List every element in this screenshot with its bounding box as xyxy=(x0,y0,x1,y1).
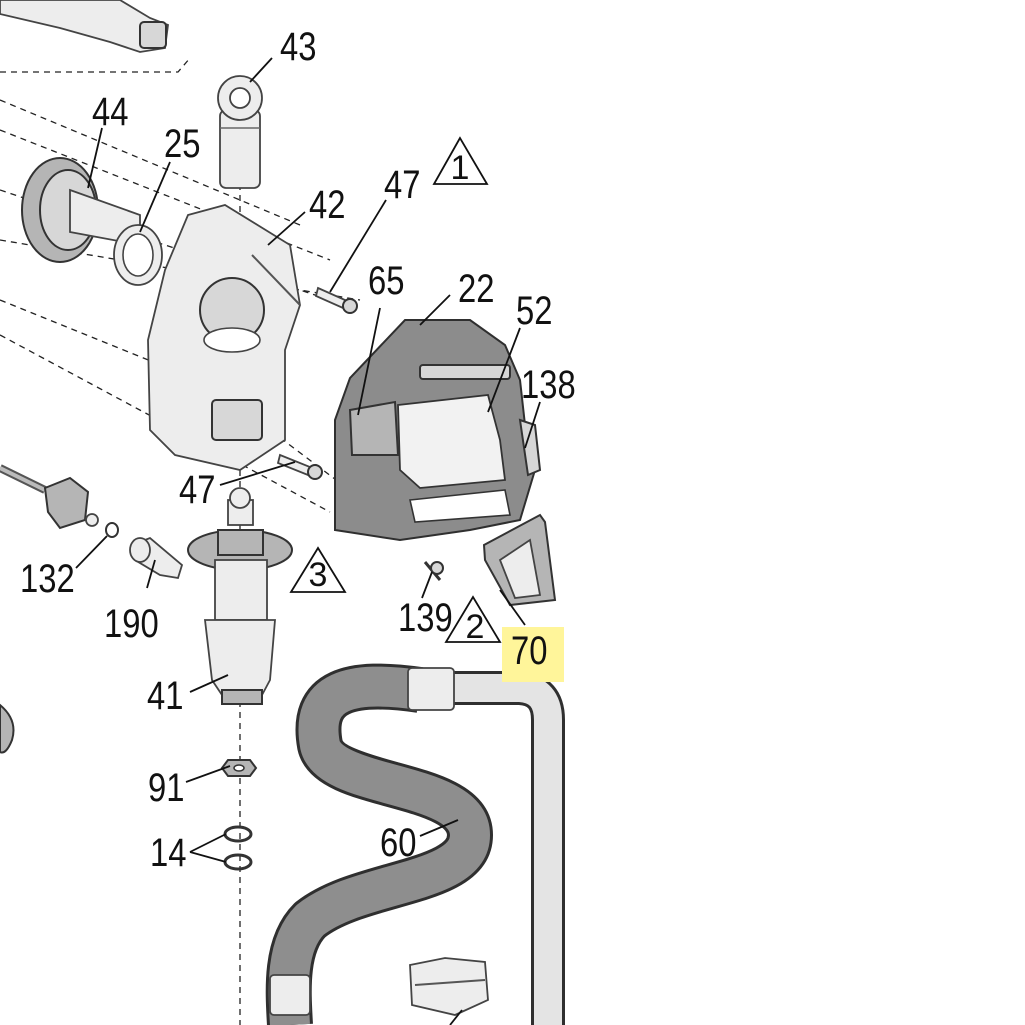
top-connector-part xyxy=(0,0,169,53)
callout-22: 22 xyxy=(458,266,494,311)
left-edge-partial-part xyxy=(0,703,15,754)
callout-47-bottom: 47 xyxy=(179,467,215,512)
note-2-number: 2 xyxy=(466,608,485,646)
callout-labels: 43 44 25 42 47 65 22 52 138 47 132 190 1… xyxy=(20,24,576,875)
callout-70: 70 xyxy=(511,628,547,673)
part-41-pump xyxy=(187,487,293,705)
callout-47-top: 47 xyxy=(384,162,420,207)
part-47-screw-bottom xyxy=(276,453,323,480)
callout-42: 42 xyxy=(309,182,345,227)
part-70-highlight xyxy=(502,627,564,682)
part-25-washer xyxy=(113,224,163,286)
callout-60: 60 xyxy=(380,820,416,865)
callout-44: 44 xyxy=(92,89,128,134)
note-3-triangle: 3 xyxy=(289,546,347,594)
callout-52: 52 xyxy=(516,288,552,333)
part-47-screw-top xyxy=(314,286,358,314)
note-1-triangle: 1 xyxy=(432,136,489,187)
callout-190: 190 xyxy=(104,601,159,646)
callout-41: 41 xyxy=(147,673,183,718)
part-190-pin xyxy=(129,536,184,580)
callout-25: 25 xyxy=(164,121,200,166)
callout-65: 65 xyxy=(368,258,404,303)
part-139-screw xyxy=(423,561,444,581)
callout-14: 14 xyxy=(150,830,186,875)
hose-clamp-part xyxy=(409,957,489,1016)
part-132-fitting xyxy=(0,464,119,538)
part-22-front-cover xyxy=(334,319,542,542)
part-44-gear xyxy=(21,157,141,263)
callout-132: 132 xyxy=(20,556,75,601)
part-42-housing xyxy=(147,204,301,471)
note-2-triangle: 2 xyxy=(444,595,502,646)
note-3-number: 3 xyxy=(309,556,328,594)
callout-43: 43 xyxy=(280,24,316,69)
callout-138: 138 xyxy=(521,362,576,407)
part-70-bracket xyxy=(482,513,557,607)
leader-lines xyxy=(75,57,541,1025)
part-14-o-rings xyxy=(223,825,253,871)
callout-91: 91 xyxy=(148,765,184,810)
part-60-hose xyxy=(265,663,565,1025)
part-43-clevis xyxy=(217,75,263,189)
callout-139: 139 xyxy=(398,595,453,640)
part-91-nut xyxy=(220,759,258,777)
note-1-number: 1 xyxy=(451,149,470,187)
